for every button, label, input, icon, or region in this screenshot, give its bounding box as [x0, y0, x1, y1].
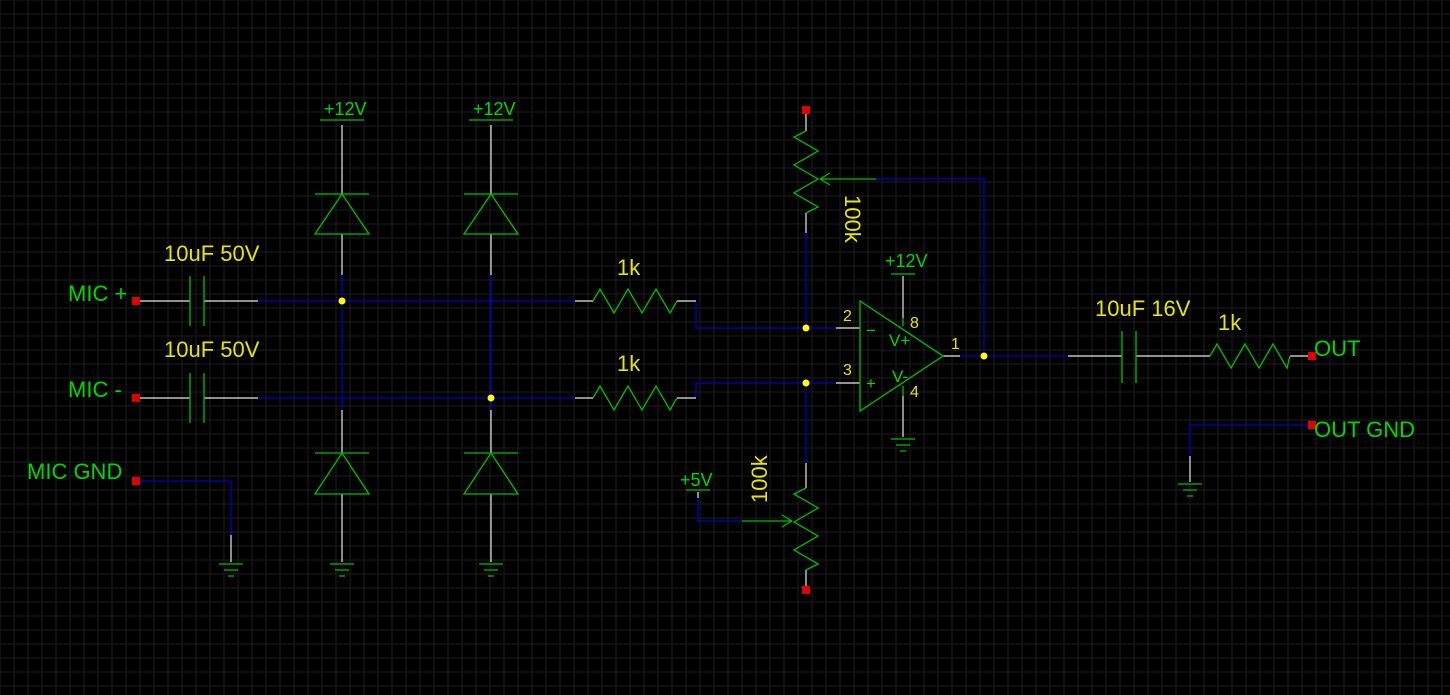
opamp-pin-vminus: 4: [910, 384, 919, 401]
terminal-mic-gnd[interactable]: [132, 477, 140, 485]
terminals: [132, 106, 1316, 594]
port-label-mic-plus: MIC +: [68, 281, 127, 306]
potentiometer-p2: [742, 463, 820, 590]
terminal-out[interactable]: [1308, 352, 1316, 360]
opamp-u1: [836, 273, 960, 413]
potentiometer-p1-value: 100k: [840, 195, 865, 244]
opamp-vplus-label: V+: [889, 331, 910, 350]
junction-dot: [802, 324, 810, 332]
resistor-r3-value: 1k: [1218, 310, 1242, 335]
ground-opamp: [891, 396, 915, 452]
ground-mic: [219, 535, 243, 577]
opamp-pin-out: 1: [951, 336, 960, 353]
power-label-5v: +5V: [680, 470, 713, 490]
terminal-mic-minus[interactable]: [132, 394, 140, 402]
junction-dot: [487, 394, 495, 402]
wire-r2-to-noninv: [695, 382, 836, 398]
junctions: [338, 297, 988, 402]
opamp-pin-inv: 2: [843, 308, 852, 325]
ground-d4: [479, 563, 503, 577]
power-label-d2: +12V: [473, 99, 516, 119]
opamp-vminus-label: V-: [892, 367, 908, 386]
port-label-mic-minus: MIC -: [68, 377, 122, 402]
power-label-d1: +12V: [324, 99, 367, 119]
capacitor-c2-value: 10uF 50V: [164, 337, 260, 362]
wire-feedback: [876, 178, 985, 356]
resistor-r2-value: 1k: [617, 351, 641, 376]
potentiometer-p2-value: 100k: [747, 454, 772, 503]
wire-r1-to-inv: [695, 301, 836, 329]
labels: MIC + MIC - MIC GND OUT OUT GND 10uF 50V…: [27, 99, 1415, 503]
junction-dot: [802, 379, 810, 387]
terminal-mic-plus[interactable]: [132, 297, 140, 305]
resistor-r2: [575, 384, 696, 412]
terminal-out-gnd[interactable]: [1308, 421, 1316, 429]
opamp-noninverting-sign: +: [866, 374, 876, 393]
port-label-out-gnd: OUT GND: [1314, 417, 1415, 442]
power-label-opamp: +12V: [885, 251, 928, 271]
capacitor-c1: [136, 276, 258, 326]
power-5v-symbol: [686, 489, 710, 498]
wires: [136, 178, 1312, 535]
capacitor-c3-value: 10uF 16V: [1095, 296, 1191, 321]
junction-dot: [338, 297, 346, 305]
diode-d4: [462, 410, 520, 562]
ground-out: [1178, 456, 1202, 497]
wire-out-gnd: [1189, 424, 1312, 456]
resistor-r1-value: 1k: [617, 255, 641, 280]
resistor-r1: [575, 287, 696, 315]
diode-d3: [313, 410, 371, 562]
terminal-pot1-top[interactable]: [802, 106, 810, 114]
wire-5v-wiper: [697, 498, 742, 522]
port-label-mic-gnd: MIC GND: [27, 459, 122, 484]
port-label-out: OUT: [1314, 336, 1360, 361]
diode-d1: [313, 119, 371, 275]
opamp-pin-noninv: 3: [843, 362, 852, 379]
junction-dot: [980, 352, 988, 360]
opamp-pin-vplus: 8: [910, 315, 919, 332]
diode-d2: [462, 119, 520, 275]
ground-d3: [330, 563, 354, 577]
capacitor-c1-value: 10uF 50V: [164, 241, 260, 266]
capacitor-c3: [1068, 331, 1210, 383]
wire-mic-gnd: [136, 480, 232, 535]
terminal-pot2-bottom[interactable]: [802, 586, 810, 594]
opamp-inverting-sign: −: [866, 321, 876, 340]
capacitor-c2: [136, 373, 258, 423]
